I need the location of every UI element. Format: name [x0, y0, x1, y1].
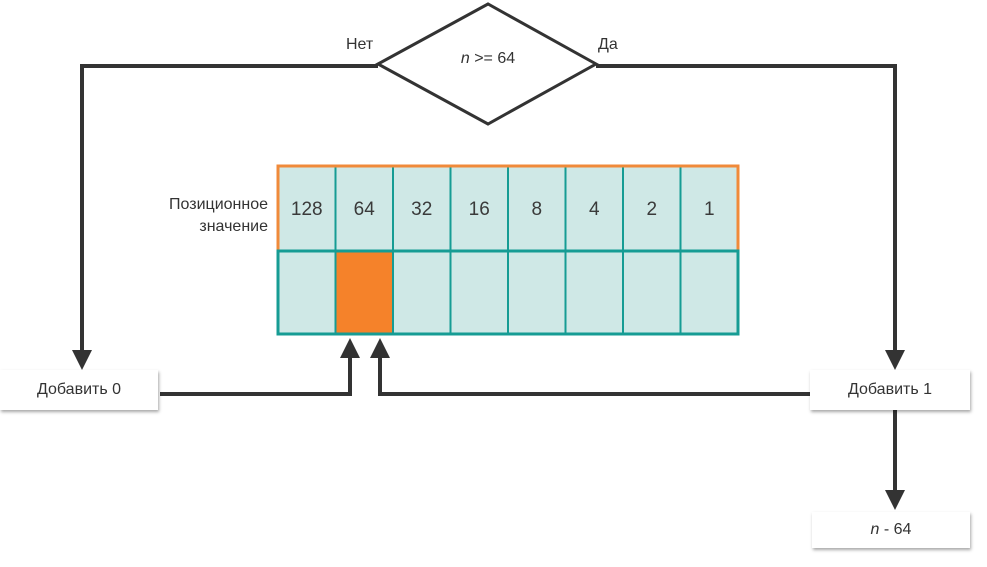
place-value-text: 8 [531, 199, 542, 220]
subtract-arrow [885, 490, 905, 510]
yes-branch-arrow [885, 350, 905, 370]
no-label: Нет [346, 36, 374, 53]
bit-cell [277, 250, 337, 335]
bit-cell [679, 250, 739, 335]
subtract-var: n [870, 521, 880, 538]
add1-line [378, 356, 810, 396]
yes-label: Да [598, 36, 618, 53]
bit-cell [392, 250, 452, 335]
add-zero-box: Добавить 0 [0, 370, 158, 410]
position-value-label: Позиционное значение [140, 194, 268, 238]
bit-cell [622, 250, 682, 335]
bit-cell-highlighted [334, 250, 394, 335]
place-value-text: 32 [411, 199, 432, 220]
decision-text: n >= 64 [461, 50, 515, 67]
bit-cell [449, 250, 509, 335]
add-zero-text: Добавить 0 [36, 381, 122, 398]
place-value-row: 128 64 32 16 8 4 2 1 [276, 164, 740, 253]
position-label-line2: значение [199, 218, 268, 235]
no-branch-arrow [72, 350, 92, 370]
subtract-box: n - 64 [812, 512, 970, 548]
yes-branch-line [596, 64, 897, 352]
bit-cell [564, 250, 624, 335]
place-value-text: 16 [469, 199, 490, 220]
place-value-cell [277, 165, 337, 252]
add-one-box: Добавить 1 [810, 370, 970, 410]
subtract-rest: - 64 [879, 521, 912, 538]
place-value-text: 4 [589, 199, 600, 220]
add0-line [160, 356, 352, 396]
subtract-text: n - 64 [871, 521, 912, 539]
place-value-text: 2 [646, 199, 657, 220]
add0-arrow [340, 338, 360, 358]
bit-row [276, 249, 740, 336]
position-label-line1: Позиционное [169, 196, 268, 213]
place-value-text: 64 [354, 199, 376, 220]
bit-row-outline [276, 249, 740, 336]
no-branch-line [80, 64, 378, 352]
place-value-text: 1 [704, 199, 715, 220]
add-one-text: Добавить 1 [847, 381, 933, 398]
add1-arrow [370, 338, 390, 358]
bit-cell [507, 250, 567, 335]
place-value-text: 128 [291, 199, 323, 220]
